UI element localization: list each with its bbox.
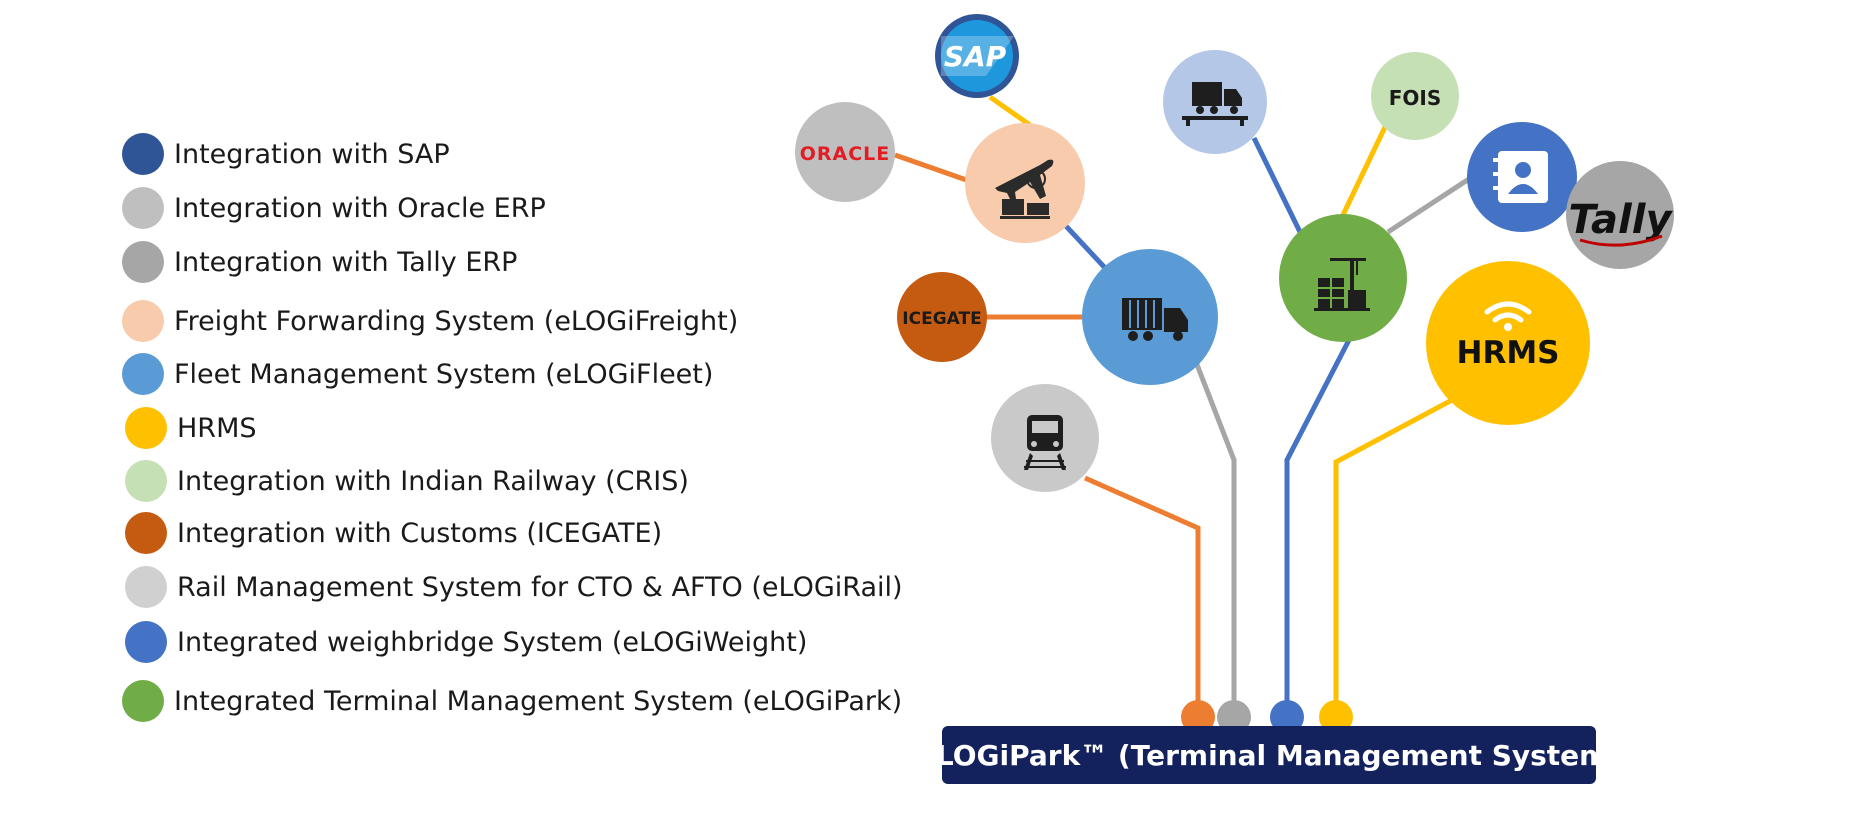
legend-color-dot	[125, 566, 167, 608]
legend-color-dot	[122, 187, 164, 229]
connectors	[894, 94, 1627, 715]
legend-label: Integration with Tally ERP	[174, 246, 518, 278]
port-orange	[1181, 700, 1215, 734]
legend: Integration with SAP Integration with Ora…	[0, 0, 903, 819]
airplane-warehouse-icon	[995, 159, 1054, 219]
legend-label: Integration with Customs (ICEGATE)	[177, 517, 663, 549]
legend-color-dot	[125, 460, 167, 502]
tally-logo-text: Tally	[1568, 197, 1673, 243]
node-hrms-circle	[1426, 261, 1590, 425]
node-icegate-circle	[897, 272, 987, 362]
oracle-logo-text: ORACLE	[800, 143, 891, 165]
weighbridge-truck-icon	[1182, 82, 1248, 126]
node-freight	[965, 123, 1085, 243]
legend-label: HRMS	[177, 412, 257, 444]
legend-item: Integrated Terminal Management System (e…	[122, 680, 902, 722]
wifi-dot	[1504, 323, 1512, 331]
connector-terminal-base	[1284, 336, 1353, 715]
node-rail	[991, 384, 1099, 492]
legend-color-dot	[122, 353, 164, 395]
port-gray	[1217, 700, 1251, 734]
legend-color-dot	[122, 300, 164, 342]
node-hrms: HRMS	[1426, 261, 1590, 425]
tally-swoosh	[1579, 234, 1663, 247]
train-icon	[1024, 415, 1066, 470]
node-fleet	[1082, 249, 1218, 385]
node-contact	[1467, 122, 1577, 232]
node-oracle-circle	[795, 102, 895, 202]
connector-fois-terminal	[1340, 125, 1388, 217]
icegate-logo-text: ICEGATE	[902, 309, 981, 329]
node-sap: SAP	[935, 14, 1019, 98]
base-ports	[1181, 700, 1353, 734]
connector-sap-freight	[988, 94, 1032, 128]
legend-color-dot	[122, 241, 164, 283]
node-icegate: ICEGATE	[897, 272, 987, 362]
legend-label: Integration with Oracle ERP	[174, 192, 546, 224]
node-tally: Tally	[1566, 161, 1674, 269]
node-weighbridge	[1163, 50, 1267, 154]
connector-fleet-base	[1193, 361, 1237, 715]
legend-item: Integration with Oracle ERP	[122, 187, 546, 229]
legend-color-dot	[125, 407, 167, 449]
legend-label: Integrated weighbridge System (eLOGiWeig…	[177, 626, 808, 658]
connector-hrms-base	[1333, 397, 1454, 715]
legend-label: Integration with SAP	[174, 138, 450, 170]
connector-oracle-freight	[894, 152, 976, 186]
base-system-title: eLOGiPark™ (Terminal Management System)	[916, 738, 1622, 772]
wifi-icon	[1484, 301, 1532, 323]
connector-contact-terminal	[1386, 172, 1477, 235]
legend-color-dot	[125, 621, 167, 663]
legend-item: Integration with SAP	[122, 133, 450, 175]
node-oracle: ORACLE	[795, 102, 895, 202]
port-blue	[1270, 700, 1304, 734]
legend-item: Integration with Tally ERP	[122, 241, 517, 283]
legend-item: Integrated weighbridge System (eLOGiWeig…	[125, 621, 807, 663]
legend-label: Integrated Terminal Management System (e…	[174, 685, 903, 717]
base-system-bar: eLOGiPark™ (Terminal Management System)	[917, 726, 1621, 784]
legend-color-dot	[122, 680, 164, 722]
port-yellow	[1319, 700, 1353, 734]
container-truck-icon	[1122, 298, 1188, 341]
legend-label: Fleet Management System (eLOGiFleet)	[174, 358, 714, 390]
node-fois: FOIS	[1371, 52, 1459, 140]
sap-logo-text: SAP	[944, 40, 1007, 73]
legend-item: Integration with Customs (ICEGATE)	[125, 512, 662, 554]
hrms-text: HRMS	[1457, 335, 1560, 371]
connector-rail-base	[1083, 475, 1201, 715]
legend-color-dot	[122, 133, 164, 175]
legend-label: Integration with Indian Railway (CRIS)	[177, 465, 689, 497]
fois-text: FOIS	[1389, 86, 1442, 110]
node-terminal	[1279, 214, 1407, 342]
legend-color-dot	[125, 512, 167, 554]
node-fois-circle	[1371, 52, 1459, 140]
legend-item: Freight Forwarding System (eLOGiFreight)	[122, 300, 738, 342]
connector-weighbridge-terminal	[1251, 136, 1303, 234]
legend-label: Freight Forwarding System (eLOGiFreight)	[174, 305, 739, 337]
legend-item: Integration with Indian Railway (CRIS)	[125, 460, 689, 502]
legend-label: Rail Management System for CTO & AFTO (e…	[177, 571, 903, 603]
sap-logo-bg	[941, 20, 1013, 92]
sap-logo-shape	[941, 36, 1014, 76]
legend-item: Rail Management System for CTO & AFTO (e…	[125, 566, 903, 608]
address-book-icon	[1493, 151, 1548, 203]
legend-item: HRMS	[125, 407, 257, 449]
legend-item: Fleet Management System (eLOGiFleet)	[122, 353, 713, 395]
connector-freight-fleet	[1063, 223, 1109, 272]
